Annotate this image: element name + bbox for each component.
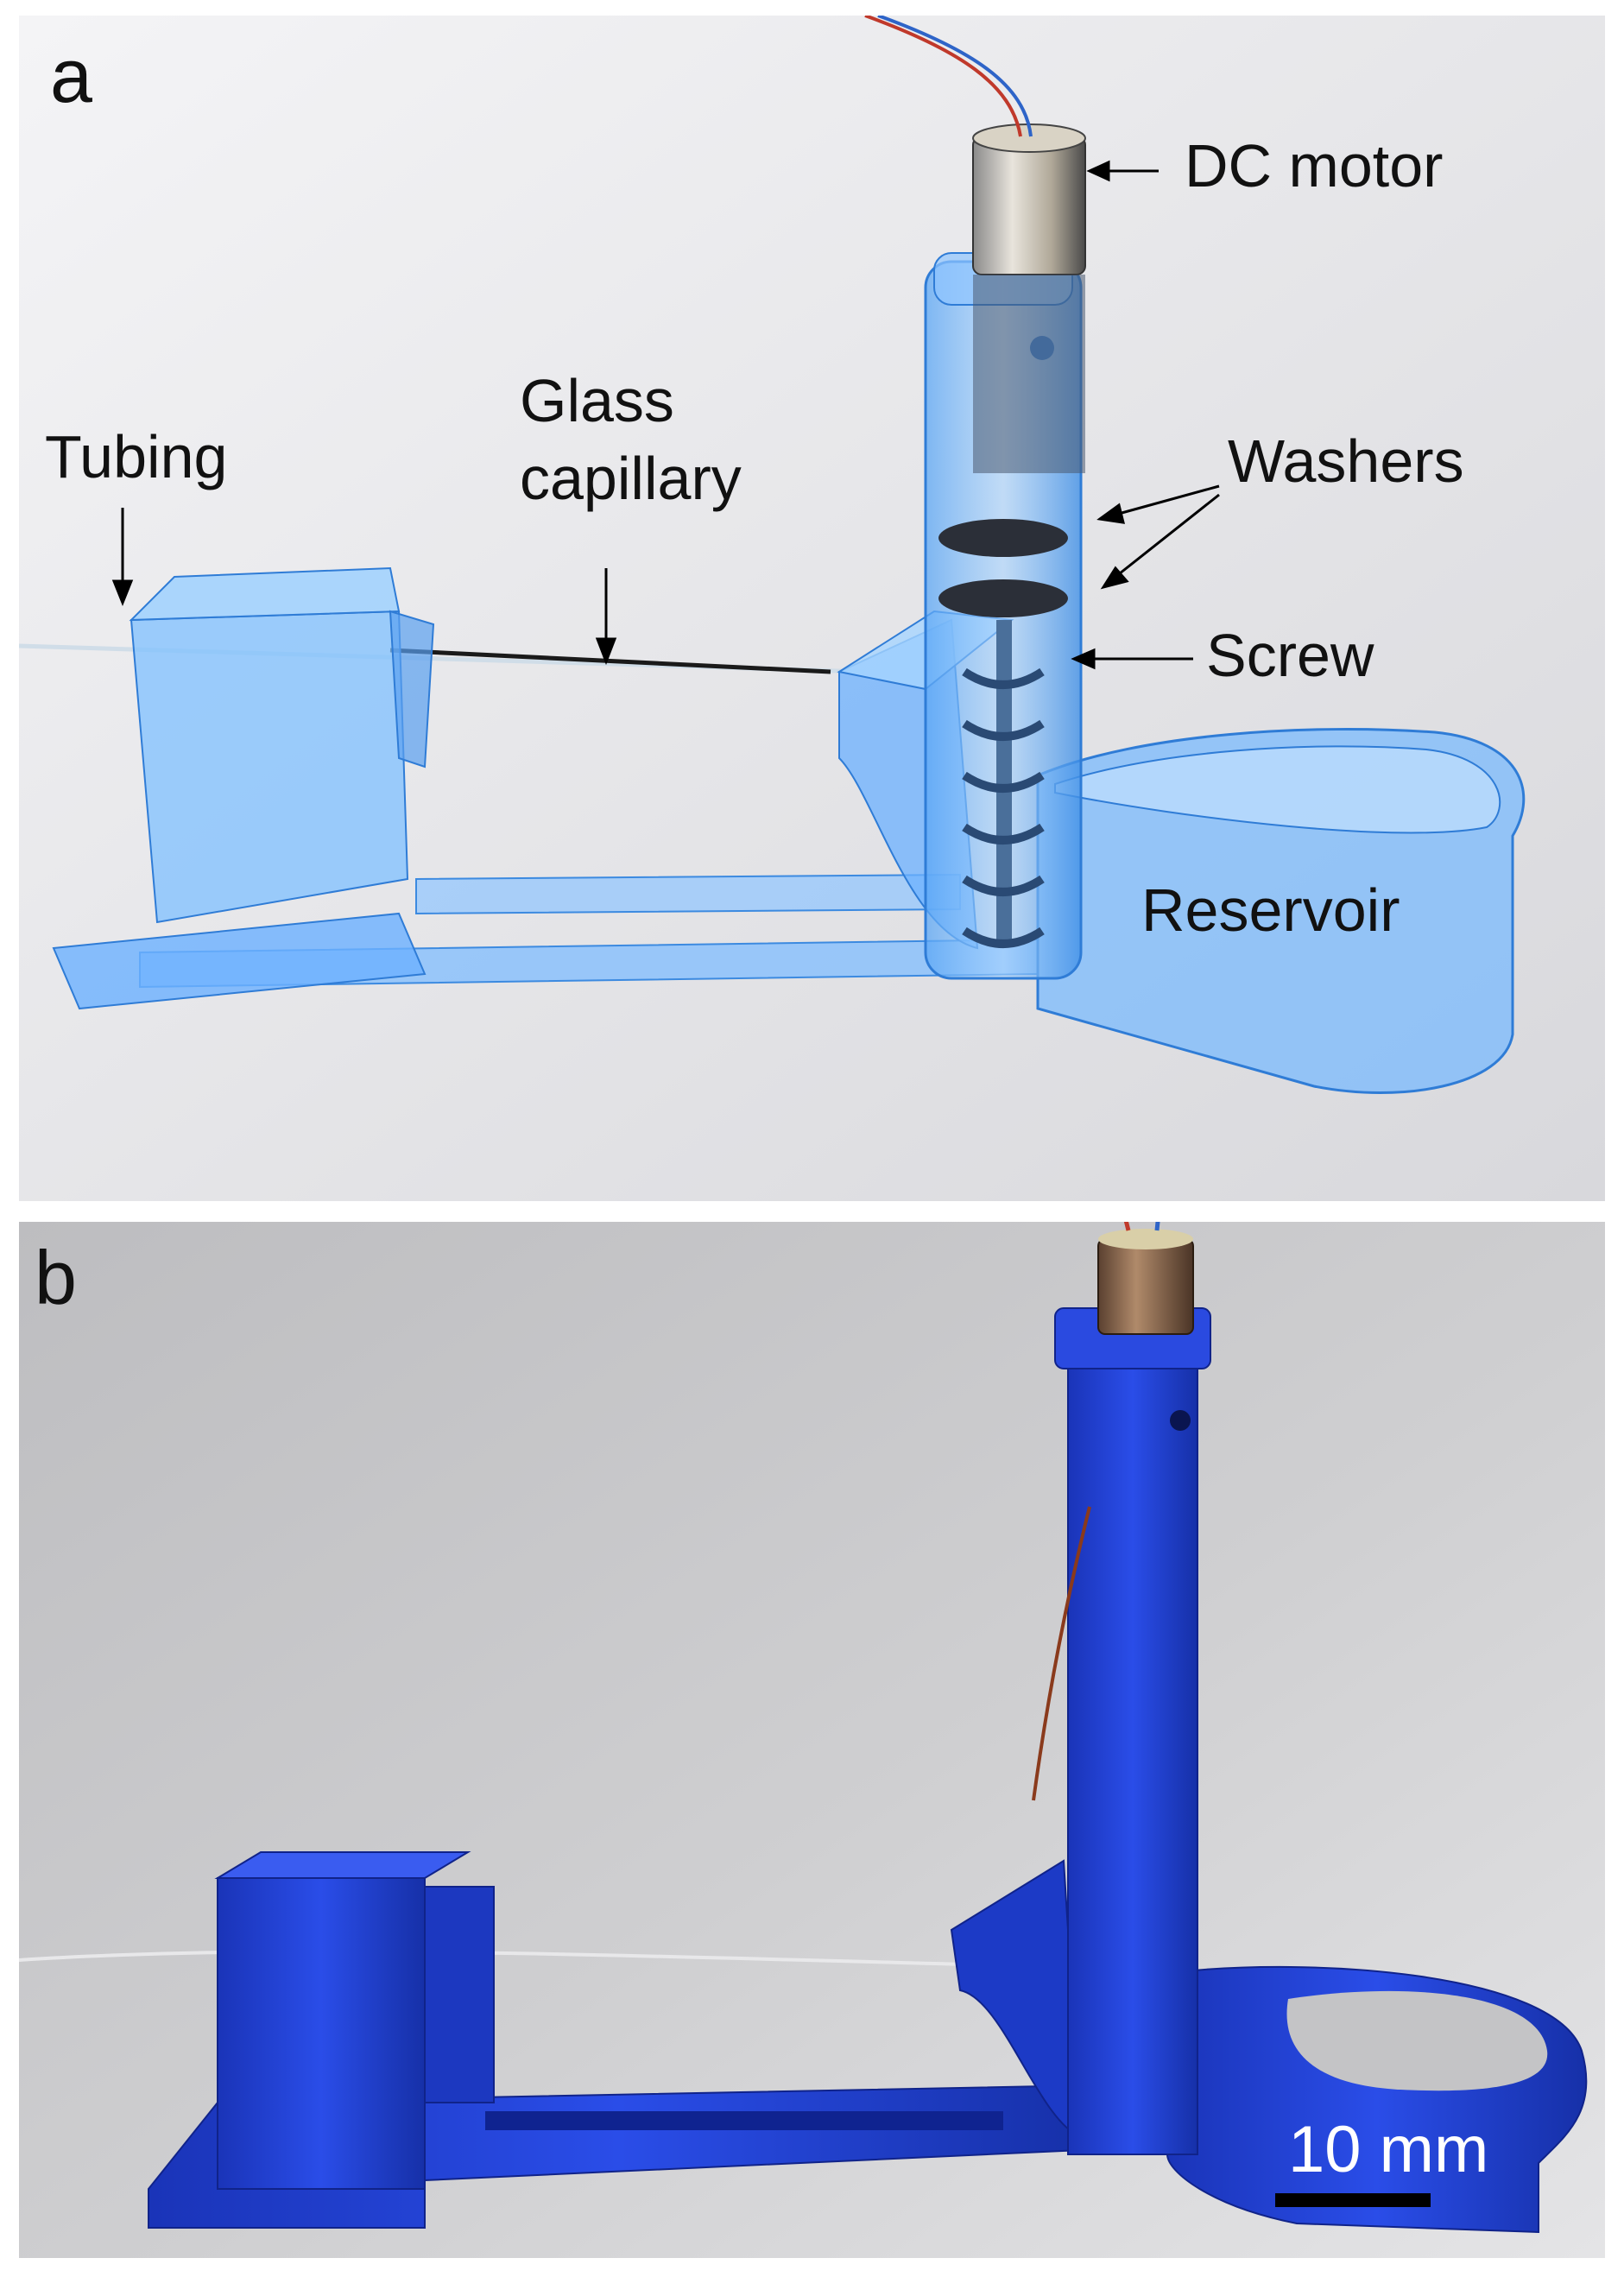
label-screw: Screw — [1206, 622, 1374, 689]
photo-reservoir-opening — [1286, 1990, 1548, 2091]
tubing-holder-tab — [389, 610, 435, 768]
label-glass-capillary-line2: capillary — [520, 445, 742, 512]
photo-dc-motor — [1097, 1238, 1194, 1335]
label-glass-capillary-line1: Glass — [520, 367, 674, 434]
glass-capillary-line — [389, 648, 831, 674]
photo-wire-blue — [1154, 1222, 1160, 1231]
photo-holder-tab — [424, 1886, 495, 2103]
panel-b-photo: 10 mm b — [19, 1222, 1605, 2258]
label-reservoir: Reservoir — [1141, 876, 1400, 944]
label-tubing: Tubing — [45, 423, 227, 490]
panel-a-illustration: a DC motor Tubing Glass capillary Washer… — [19, 16, 1605, 1201]
motor-wire-red — [864, 16, 1022, 137]
panel-b-letter: b — [35, 1235, 77, 1320]
photo-tube-hole — [1170, 1410, 1191, 1431]
washer-1 — [938, 519, 1068, 557]
reservoir-opening — [1054, 745, 1501, 834]
motor-wire-blue — [877, 16, 1033, 137]
screw-shaft — [996, 620, 1012, 939]
panel-a-render: a DC motor Tubing Glass capillary Washer… — [19, 16, 1605, 1201]
photo-wire-red — [1123, 1222, 1131, 1231]
photo-motor-lead — [1032, 1506, 1091, 1801]
photo-screw-tube — [1067, 1350, 1198, 2155]
photo-holder-top — [214, 1851, 471, 1879]
tubing-holder-top — [129, 566, 401, 622]
scale-bar — [1275, 2193, 1431, 2207]
washer-2 — [938, 579, 1068, 617]
panel-b-illustration: 10 mm b — [19, 1222, 1605, 2258]
annotation-arrows — [111, 160, 1220, 670]
tubing-holder-block — [130, 610, 409, 924]
rail-slot — [415, 873, 961, 915]
label-dc-motor: DC motor — [1185, 132, 1443, 199]
photo-rail-slot — [485, 2111, 1003, 2130]
panel-a-letter: a — [50, 33, 92, 118]
scale-bar-label: 10 mm — [1288, 2113, 1488, 2186]
left-base-plate — [52, 912, 427, 1010]
dc-motor-body — [972, 136, 1086, 275]
label-washers: Washers — [1228, 427, 1464, 495]
screw-threads — [962, 667, 1045, 948]
photo-motor-cap — [1098, 1229, 1193, 1249]
photo-tubing-holder — [217, 1877, 426, 2190]
motor-lower-housing — [973, 275, 1085, 473]
